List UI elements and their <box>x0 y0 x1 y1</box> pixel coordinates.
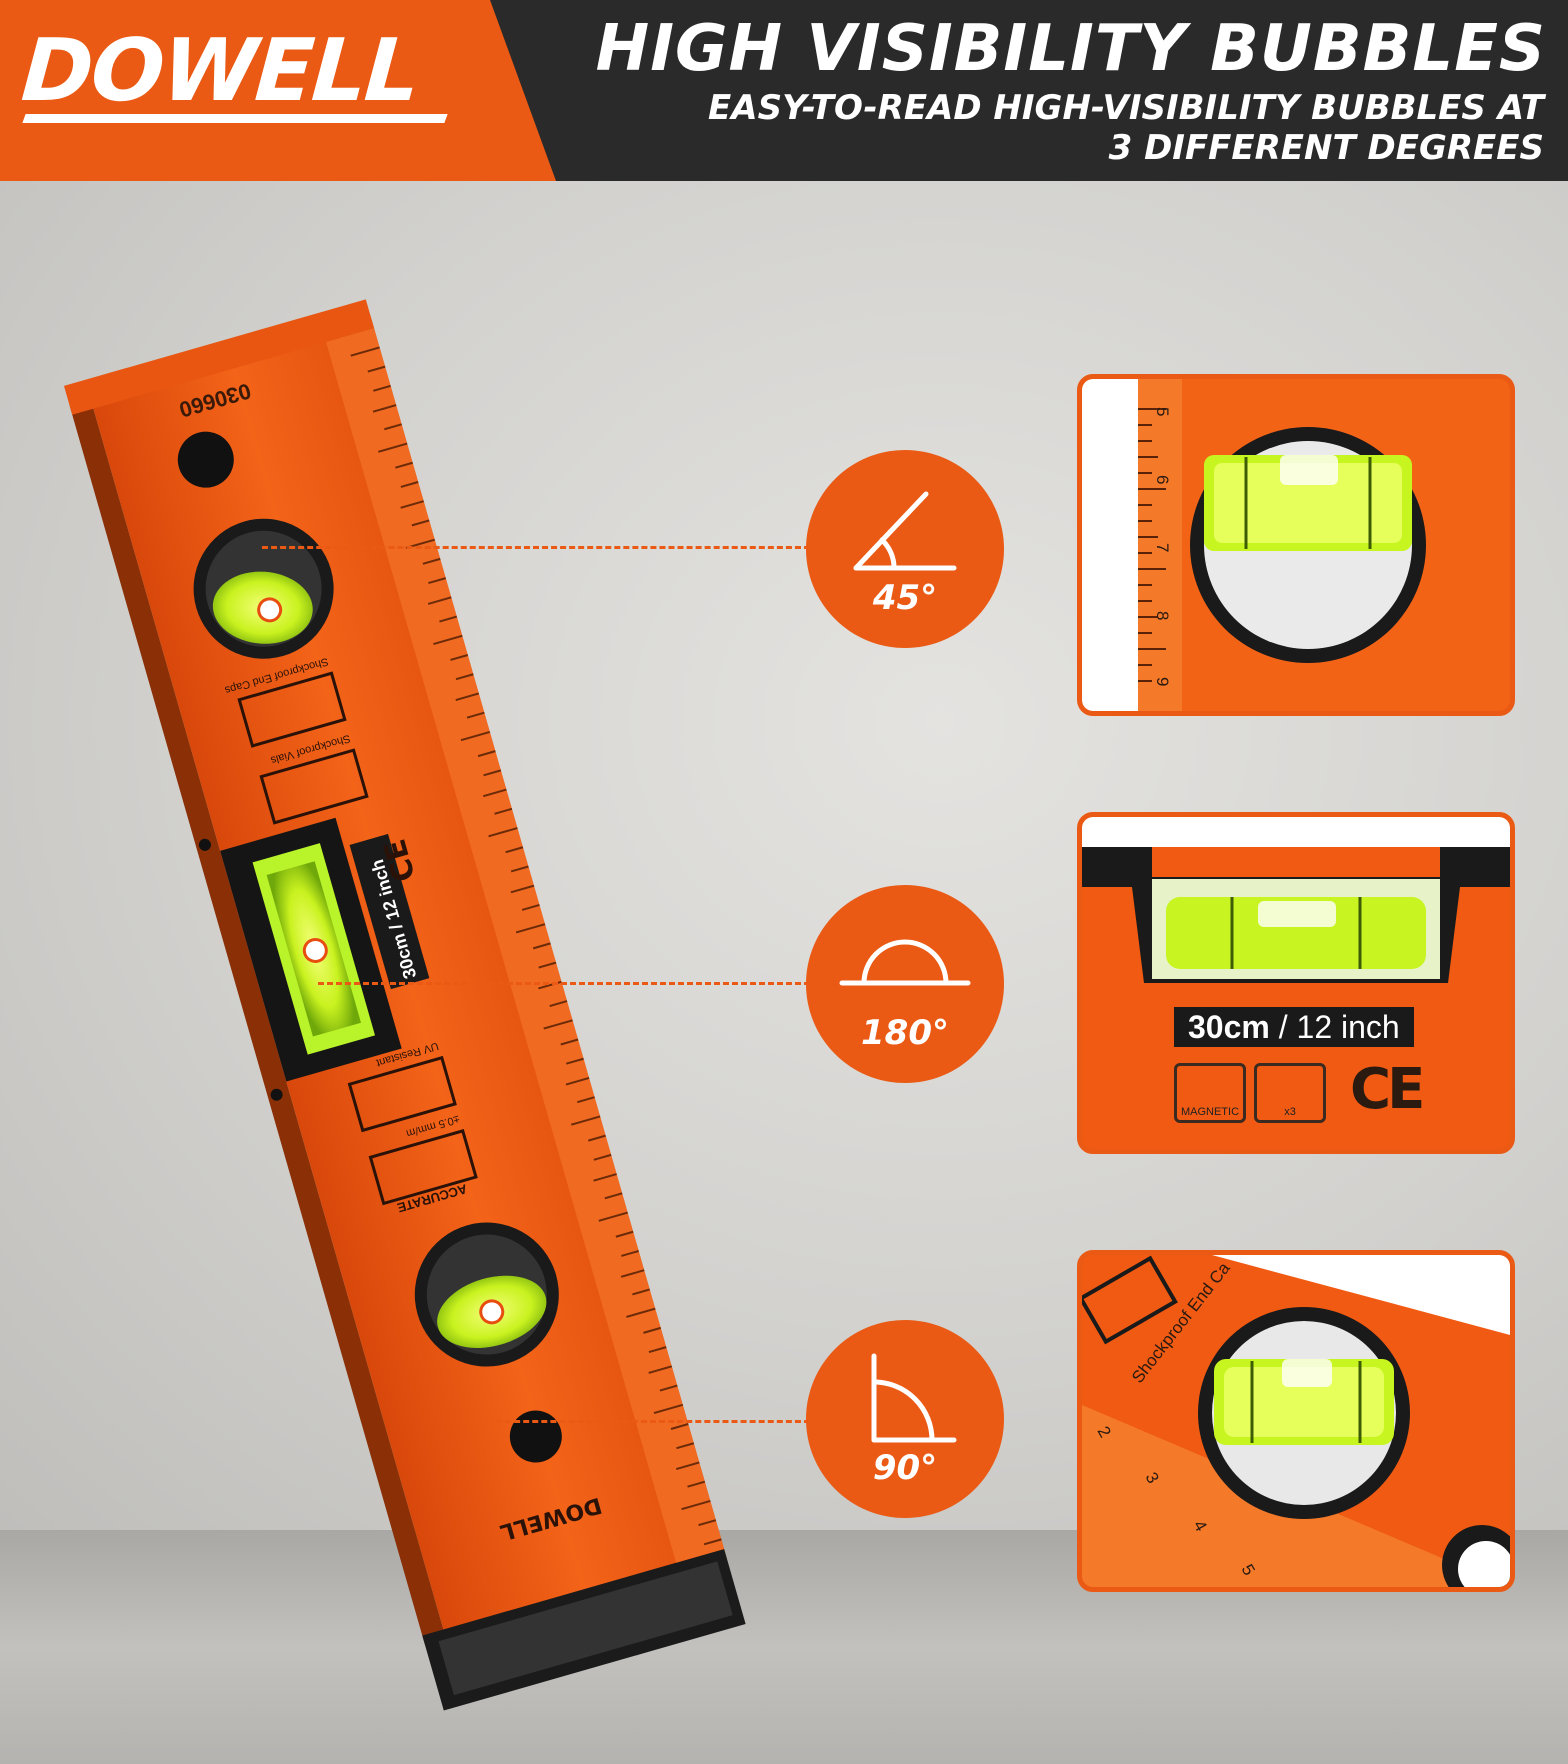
ce-mark: CE <box>1350 1057 1425 1122</box>
headline: HIGH VISIBILITY BUBBLES <box>595 12 1546 86</box>
angle-45-icon <box>853 491 957 571</box>
size-inch: / 12 inch <box>1278 1009 1400 1045</box>
panel-45-ruler-6: 6 <box>1153 475 1172 485</box>
size-tag: 30cm / 12 inch <box>1174 1007 1414 1047</box>
marker-dot-45 <box>257 597 283 623</box>
panel-45-ruler-9: 9 <box>1153 677 1172 687</box>
zoom-panel-90: Shockproof End Ca 2 3 4 5 <box>1077 1250 1515 1592</box>
zoom-panel-180: 30cm / 12 inch MAGNETIC x3 CE <box>1077 812 1515 1154</box>
subheadline-line2: 3 DIFFERENT DEGREES <box>1108 128 1544 168</box>
logo-panel: DOWELL <box>0 0 556 181</box>
panel-45-ruler-5: 5 <box>1153 407 1172 417</box>
angle-badge-90: 90° <box>806 1320 1004 1518</box>
panel-45-ruler-8: 8 <box>1153 611 1172 621</box>
vials-icon: x3 <box>1254 1063 1326 1123</box>
magnetic-icon: MAGNETIC <box>1174 1063 1246 1123</box>
size-cm: 30cm <box>1188 1009 1270 1045</box>
connector-180 <box>318 982 810 985</box>
marker-dot-90 <box>479 1299 505 1325</box>
connector-90 <box>496 1420 810 1423</box>
connector-45 <box>262 546 810 549</box>
angle-badge-45: 45° <box>806 450 1004 648</box>
hang-hole-top <box>177 431 234 488</box>
panel-45-ruler-7: 7 <box>1153 543 1172 553</box>
angle-90-icon <box>871 1353 957 1443</box>
angle-180-icon <box>839 939 971 986</box>
subheadline-line1: EASY-TO-READ HIGH-VISIBILITY BUBBLES AT <box>708 88 1544 128</box>
subheadline: EASY-TO-READ HIGH-VISIBILITY BUBBLES AT … <box>644 88 1544 168</box>
marker-dot-180 <box>302 937 328 963</box>
zoom-panel-45: 5 6 7 8 9 <box>1077 374 1515 716</box>
angle-badge-180: 180° <box>806 885 1004 1083</box>
hang-hole-bottom <box>509 1410 562 1463</box>
